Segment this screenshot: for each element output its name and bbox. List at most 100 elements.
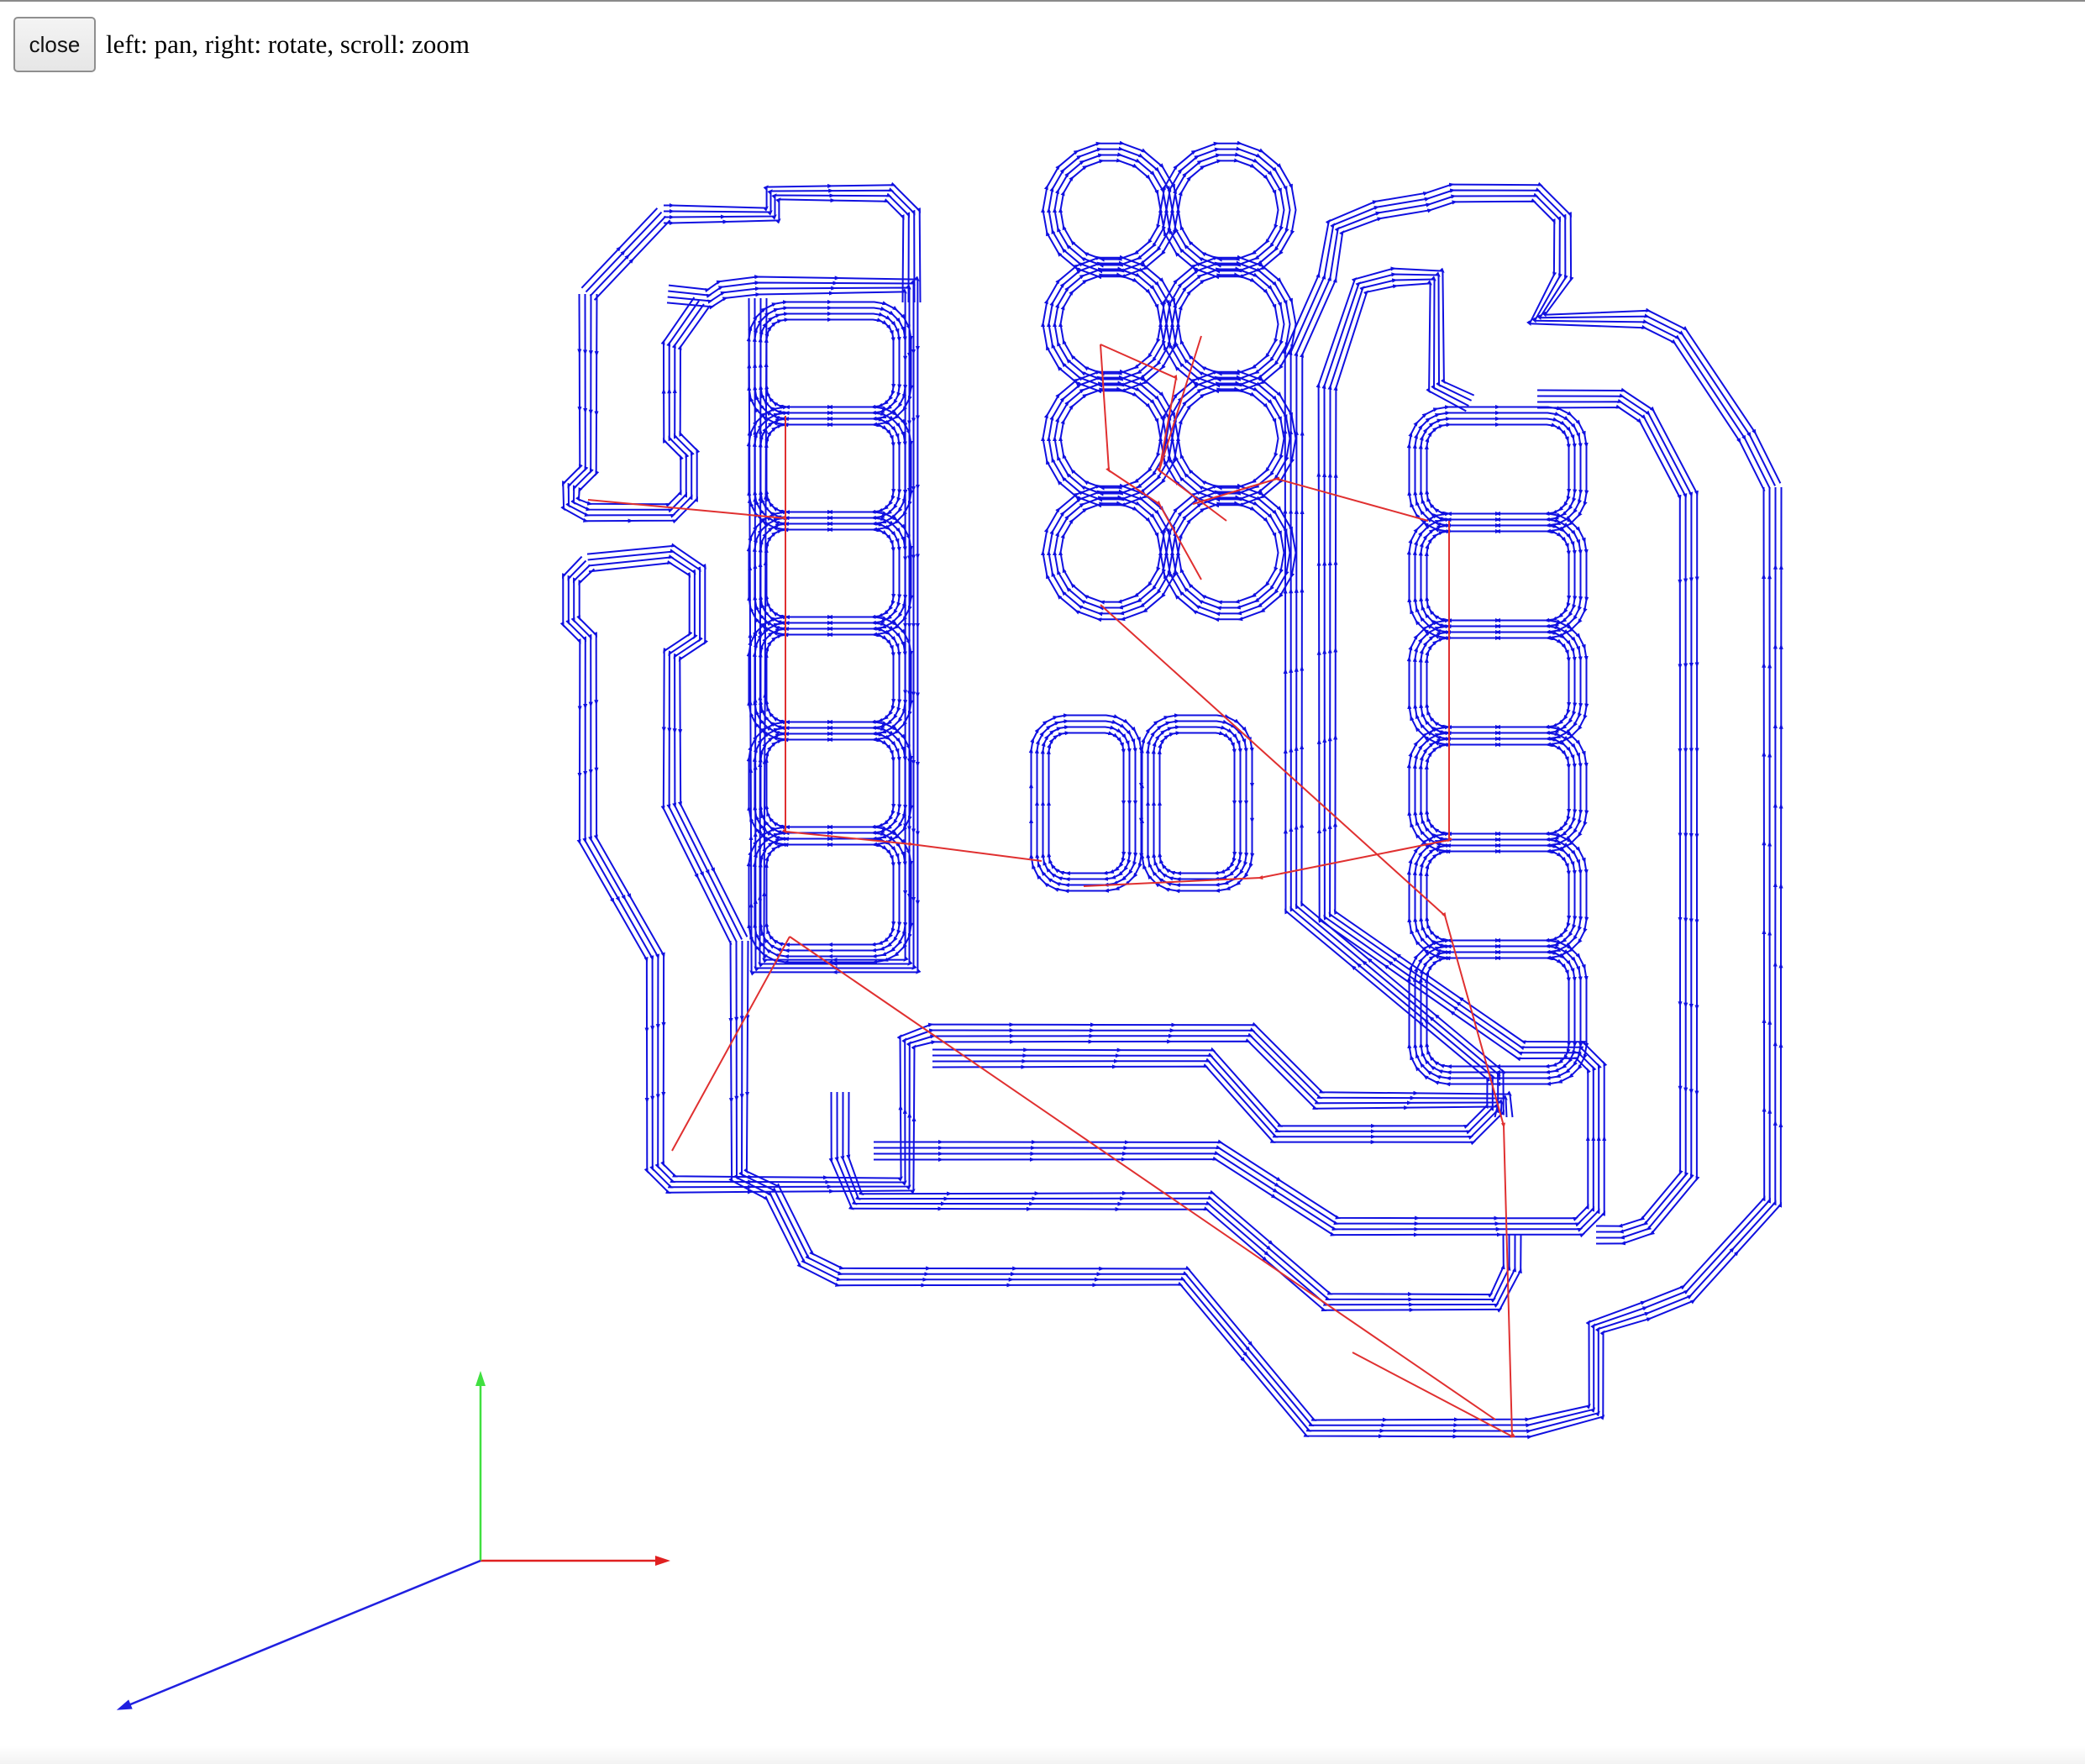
circle-pocket-5-pass	[1161, 372, 1297, 506]
right-pocket-5	[1410, 941, 1587, 1084]
left-pocket-0-pass	[767, 320, 894, 407]
travel-move-8	[1100, 344, 1202, 580]
travel-move-5	[671, 936, 790, 1152]
right-pocket-0-pass	[1421, 419, 1575, 520]
circle-pocket-4	[1043, 372, 1179, 506]
right-pocket-4-pass	[1421, 846, 1575, 947]
left-pocket-2-pass	[761, 524, 900, 623]
left-long-path-pass	[570, 564, 1508, 1186]
circle-pocket-6-pass	[1061, 503, 1162, 601]
right-pocket-1-pass	[1421, 526, 1575, 627]
left-hook-lower	[586, 543, 748, 946]
middle-slot-right-pass	[1148, 722, 1247, 885]
lower-outer-channel-pass	[728, 486, 1783, 1440]
close-button[interactable]: close	[13, 17, 96, 72]
controls-hint: left: pan, right: rotate, scroll: zoom	[106, 29, 470, 59]
top-left-diag	[580, 207, 671, 301]
middle-slot-left-pass	[1037, 722, 1136, 885]
left-pocket-0-pass	[761, 314, 900, 413]
middle-slot-right-pass	[1160, 733, 1235, 874]
left-hook-upper-pass	[575, 293, 696, 507]
circle-pocket-1-pass	[1161, 144, 1297, 277]
circle-pocket-2-pass	[1049, 264, 1174, 386]
top-left-bar-pass	[664, 181, 922, 303]
circle-pocket-4-pass	[1055, 384, 1168, 494]
toolpath-group	[559, 144, 1783, 1440]
travel-move-6	[789, 936, 1496, 1420]
middle-slot-left-pass	[1032, 716, 1142, 891]
bottom-edge	[0, 1746, 2085, 1764]
circle-pocket-4-pass	[1043, 372, 1179, 506]
circle-pocket-7	[1161, 486, 1297, 620]
circle-pocket-6-pass	[1043, 486, 1179, 620]
circle-pocket-0	[1043, 144, 1179, 277]
middle-slot-right-pass	[1142, 716, 1253, 891]
circle-pocket-3-pass	[1173, 270, 1285, 380]
circle-pocket-7-pass	[1179, 503, 1279, 601]
left-pocket-3-pass	[761, 629, 900, 728]
travel-move-9	[1158, 335, 1202, 471]
right-j-channel-pass	[1536, 404, 1683, 1228]
right-outer-channel-pass	[932, 198, 1766, 1146]
circle-pocket-1-pass	[1179, 160, 1279, 259]
circle-pocket-4-pass	[1049, 378, 1174, 500]
3d-viewport[interactable]	[0, 84, 2085, 1764]
toolpath-canvas[interactable]	[0, 84, 2085, 1764]
right-pocket-3-pass	[1427, 745, 1569, 834]
left-pocket-2-pass	[755, 518, 906, 629]
circle-pocket-4-pass	[1061, 389, 1162, 487]
middle-slot-right	[1142, 716, 1253, 891]
right-pocket-2-pass	[1415, 627, 1581, 739]
middle-slot-left-pass	[1043, 727, 1130, 879]
right-pocket-2-pass	[1421, 633, 1575, 733]
top-left-bar	[664, 181, 922, 303]
circle-pocket-3-pass	[1179, 275, 1279, 373]
lower-outer-channel	[728, 486, 1783, 1440]
left-pocket-5-pass	[755, 833, 906, 957]
right-pocket-3-pass	[1421, 739, 1575, 840]
left-pocket-1-pass	[761, 419, 900, 518]
top-left-bar-pass	[664, 197, 905, 303]
axes-gizmo	[116, 1371, 670, 1710]
travel-move-4	[1083, 521, 1453, 887]
right-outer-channel	[932, 181, 1782, 1146]
circle-pocket-6-pass	[1049, 492, 1174, 614]
left-pocket-0-pass	[755, 308, 906, 419]
right-inner-channel-pass	[874, 266, 1591, 1221]
left-pocket-1-pass	[755, 413, 906, 524]
right-pocket-3-pass	[1415, 733, 1581, 846]
left-hook-lower-pass	[588, 559, 733, 946]
right-pocket-4-pass	[1410, 834, 1587, 958]
travel-move-2	[1100, 604, 1516, 1438]
z-axis-arrow-head	[116, 1699, 133, 1710]
circle-pocket-6	[1043, 486, 1179, 620]
right-pocket-0-pass	[1415, 413, 1581, 526]
right-inner-channel-pass	[874, 276, 1602, 1232]
right-outer-channel-pass	[932, 192, 1771, 1140]
circle-pocket-5-pass	[1179, 389, 1279, 487]
right-j-channel-pass	[1536, 387, 1700, 1246]
circle-pocket-6-pass	[1055, 498, 1168, 608]
left-pocket-3-pass	[755, 623, 906, 734]
circle-pocket-0-pass	[1055, 155, 1168, 265]
circle-pocket-1-pass	[1173, 155, 1285, 265]
left-hook-upper-pass	[560, 293, 710, 524]
left-hook-upper	[560, 293, 710, 524]
circle-pocket-3-pass	[1167, 264, 1291, 386]
right-pocket-2-pass	[1410, 621, 1587, 745]
right-j-channel-pass	[1536, 398, 1689, 1234]
left-pocket-4-pass	[761, 734, 900, 833]
middle-slot-right-pass	[1154, 727, 1241, 879]
middle-slot-left-pass	[1049, 733, 1124, 874]
window-top-border	[0, 0, 2085, 2]
right-pocket-5-pass	[1427, 958, 1569, 1067]
circle-pocket-1-pass	[1167, 150, 1291, 271]
right-pocket-0-pass	[1410, 407, 1587, 532]
circle-pocket-0-pass	[1061, 160, 1162, 259]
travel-move-7	[1100, 344, 1227, 522]
left-pocket-5-pass	[749, 827, 911, 963]
circle-pocket-2-pass	[1055, 270, 1168, 380]
right-pocket-1-pass	[1427, 532, 1569, 621]
circle-pocket-3	[1161, 258, 1297, 391]
circle-pocket-0-pass	[1043, 144, 1179, 277]
